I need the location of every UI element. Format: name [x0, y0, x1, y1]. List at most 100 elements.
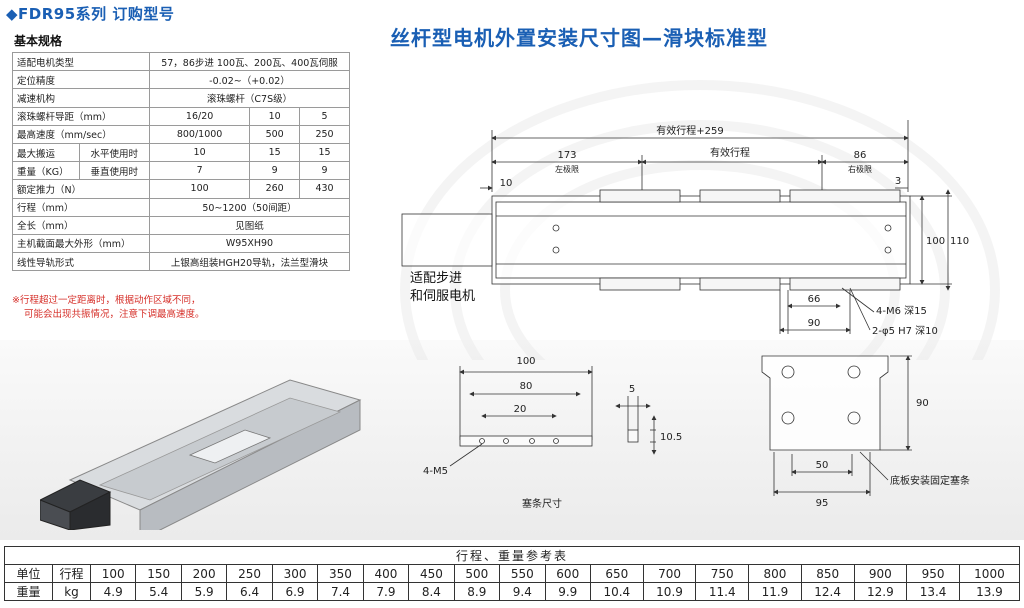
spec-value: 10 [148, 142, 251, 163]
section-dim-95: 95 [816, 498, 829, 509]
dim-100: 100 [926, 236, 945, 247]
warning-note: ※行程超过一定距离时，根据动作区域不同， 可能会出现共振情况，注意下调最高速度。 [12, 294, 205, 322]
spec-label: 垂直使用时 [78, 161, 151, 181]
stroke-cell: 400 [362, 564, 410, 583]
spec-label: 主机截面最大外形（mm） [12, 233, 150, 254]
plate-dim-20: 20 [514, 404, 527, 415]
dim-173: 173 [557, 150, 576, 161]
table-row: 全长（mm） 见图纸 [12, 215, 350, 235]
spec-value: 上银高组装HGH20导轨，法兰型滑块 [149, 252, 350, 272]
spec-value: 260 [249, 179, 301, 199]
table-row: 线性导轨形式 上银高组装HGH20导轨，法兰型滑块 [12, 252, 350, 272]
table-row: 行程、重量参考表 [4, 546, 1020, 565]
table-row: 额定推力（N） 100 260 430 [12, 179, 350, 199]
spec-label: 额定推力（N） [12, 179, 150, 199]
dim-right-limit: 右极限 [848, 164, 872, 174]
stroke-cell: 600 [544, 564, 591, 583]
spec-heading: 基本规格 [14, 34, 63, 48]
dim-3: 3 [895, 176, 901, 187]
spec-value: -0.02~（+0.02） [149, 70, 350, 90]
stroke-cell: 100 [89, 564, 137, 583]
spec-value: 500 [249, 124, 301, 144]
table-row: 主机截面最大外形（mm） W95XH90 [12, 233, 350, 254]
plate-dim-100: 100 [516, 356, 535, 367]
dim-left-limit: 左极限 [555, 164, 579, 174]
reference-table-caption: 行程、重量参考表 [4, 546, 1020, 565]
weight-cell: 12.4 [800, 582, 855, 601]
spec-value: 800/1000 [148, 124, 251, 144]
weight-cell: 5.4 [135, 582, 182, 601]
weight-cell: 11.4 [695, 582, 750, 601]
stroke-cell: 750 [695, 564, 750, 583]
weight-cell: 9.9 [544, 582, 591, 601]
plate-dim-5: 5 [629, 384, 635, 395]
motor-label-line: 和伺服电机 [410, 289, 476, 304]
table-row: 重量（KG） 垂直使用时 7 9 9 [12, 161, 350, 181]
spec-value: 250 [299, 124, 350, 144]
row-label: 重量 [4, 582, 53, 601]
stroke-cell: 350 [317, 564, 364, 583]
spec-value: 430 [299, 179, 350, 199]
plate-m5-callout: 4-M5 [423, 466, 448, 477]
spec-label: 适配电机类型 [12, 51, 150, 72]
section-dim-50: 50 [816, 460, 829, 471]
spec-label: 滚珠螺杆导距（mm） [12, 106, 150, 126]
spec-value: 57，86步进 100瓦、200瓦、400瓦伺服 [149, 51, 350, 72]
spec-value: 100 [148, 179, 251, 199]
table-row: 适配电机类型 57，86步进 100瓦、200瓦、400瓦伺服 [12, 51, 350, 72]
stroke-cell: 800 [748, 564, 802, 583]
spec-value: 10 [249, 106, 301, 126]
spec-table: 适配电机类型 57，86步进 100瓦、200瓦、400瓦伺服 定位精度 -0.… [12, 51, 350, 272]
spec-label: 最大搬运 [12, 142, 80, 163]
spec-value: 50~1200（50间距） [149, 197, 350, 217]
spec-label: 全长（mm） [12, 215, 150, 235]
dim-effective: 有效行程 [710, 146, 750, 159]
row-unit: 行程 [52, 564, 91, 583]
table-row: 定位精度 -0.02~（+0.02） [12, 70, 350, 90]
spec-label: 减速机构 [12, 88, 150, 108]
weight-cell: 12.9 [853, 582, 908, 601]
weight-cell: 10.9 [642, 582, 697, 601]
stroke-cell: 700 [642, 564, 697, 583]
spec-value: 15 [249, 142, 301, 163]
spec-value: 7 [148, 161, 251, 181]
section-dim-90: 90 [916, 398, 929, 409]
stroke-cell: 500 [453, 564, 501, 583]
stroke-cell: 950 [906, 564, 960, 583]
dim-66: 66 [808, 294, 821, 305]
weight-cell: 10.4 [589, 582, 644, 601]
stroke-cell: 300 [271, 564, 319, 583]
weight-cell: 9.4 [499, 582, 546, 601]
weight-cell: 11.9 [748, 582, 802, 601]
spec-value: 5 [299, 106, 350, 126]
spec-value: 9 [299, 161, 350, 181]
series-title: ◆FDR95系列 订购型号 [6, 5, 175, 23]
weight-cell: 4.9 [89, 582, 137, 601]
spec-value: 见图纸 [149, 215, 350, 235]
stroke-cell: 650 [589, 564, 644, 583]
spec-label: 行程（mm） [12, 197, 150, 217]
spec-value: W95XH90 [149, 233, 350, 254]
table-row: 行程（mm） 50~1200（50间距） [12, 197, 350, 217]
dim-effective-plus: 有效行程+259 [656, 124, 723, 137]
warning-line: ※行程超过一定距离时，根据动作区域不同， [12, 295, 201, 306]
spec-label: 最高速度（mm/sec） [12, 124, 150, 144]
dimension-drawing: 有效行程+259 173 左极限 有效行程 86 右极限 10 3 100 11… [401, 120, 970, 509]
table-row: 最高速度（mm/sec） 800/1000 500 250 [12, 124, 350, 144]
weight-cell: 6.9 [271, 582, 319, 601]
warning-line: 可能会出现共振情况，注意下调最高速度。 [24, 309, 205, 320]
dim-10: 10 [500, 178, 513, 189]
spec-value: 16/20 [148, 106, 251, 126]
plate-caption: 塞条尺寸 [522, 499, 562, 510]
weight-cell: 6.4 [226, 582, 273, 601]
plate-dim-10-5: 10.5 [660, 432, 682, 443]
weight-cell: 13.9 [958, 582, 1021, 601]
row-unit: kg [52, 582, 91, 601]
stroke-cell: 250 [226, 564, 273, 583]
phi5-callout: 2-φ5 H7 深10 [872, 325, 938, 337]
weight-cell: 7.9 [362, 582, 410, 601]
dim-86: 86 [854, 150, 867, 161]
spec-label: 定位精度 [12, 70, 150, 90]
